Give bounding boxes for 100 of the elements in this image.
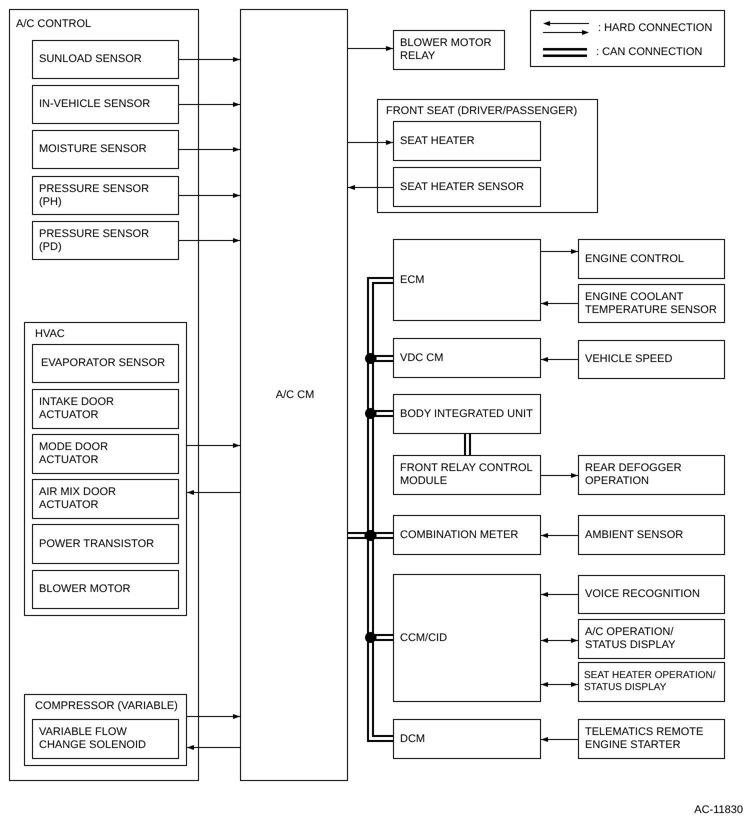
- arrow: [186, 745, 240, 750]
- component-box: [32, 389, 179, 429]
- legend-label: : HARD CONNECTION: [598, 22, 712, 34]
- arrow: [540, 592, 578, 597]
- box-label: BODY INTEGRATED UNIT: [400, 408, 533, 420]
- box-label: EVAPORATOR SENSOR: [41, 357, 166, 370]
- component-box: [393, 719, 541, 759]
- component-box: [578, 515, 725, 555]
- box-label: BLOWER MOTOR RELAY: [400, 37, 492, 63]
- box-label: VARIABLE FLOW CHANGE SOLENOID: [39, 726, 147, 752]
- box-label: COMBINATION METER: [400, 528, 518, 542]
- box-label: TELEMATICS REMOTE ENGINE STARTER: [585, 726, 704, 752]
- group-title: FRONT SEAT (DRIVER/PASSENGER): [386, 105, 578, 118]
- arrow: [540, 249, 578, 254]
- arrow: [540, 737, 578, 742]
- component-box: [393, 338, 541, 378]
- box-label: DCM: [400, 732, 426, 746]
- box-label: A/C CM: [276, 388, 314, 402]
- component-box: [393, 239, 541, 321]
- box-label: FRONT RELAY CONTROL MODULE: [400, 462, 534, 488]
- box-label: CCM/CID: [400, 632, 448, 644]
- arrow: [178, 57, 240, 62]
- component-box: [32, 176, 179, 215]
- component-box: [578, 719, 725, 759]
- arrow: [540, 473, 578, 478]
- box-label: SEAT HEATER OPERATION/ STATUS DISPLAY: [584, 670, 717, 694]
- component-box: [578, 575, 725, 614]
- box-label: MOISTURE SENSOR: [39, 143, 147, 156]
- box-label: INTAKE DOOR ACTUATOR: [39, 396, 115, 422]
- box-label: ECM: [400, 274, 424, 286]
- arrow: [540, 301, 578, 306]
- component-box: [32, 85, 179, 124]
- arrow: [348, 46, 394, 51]
- component-box: [32, 719, 179, 759]
- group-title: COMPRESSOR (VARIABLE): [35, 700, 178, 713]
- component-box: [32, 130, 179, 169]
- component-box: [32, 40, 179, 79]
- box-label: AIR MIX DOOR ACTUATOR: [39, 486, 118, 512]
- box-label: A/C OPERATION/ STATUS DISPLAY: [585, 626, 676, 652]
- box-label: ENGINE COOLANT TEMPERATURE SENSOR: [585, 290, 718, 316]
- box-label: SUNLOAD SENSOR: [39, 53, 142, 66]
- arrow: [540, 357, 578, 362]
- box-label: PRESSURE SENSOR (PD): [39, 228, 150, 254]
- box-label: SEAT HEATER: [400, 134, 475, 148]
- group-box: [24, 322, 187, 616]
- group-box: [377, 99, 598, 213]
- component-box: [32, 524, 179, 564]
- arrow: [178, 238, 240, 243]
- component-box: [393, 167, 541, 207]
- box-label: VOICE RECOGNITION: [585, 588, 700, 601]
- arrow: [348, 185, 394, 190]
- box-label: IN-VEHICLE SENSOR: [39, 98, 150, 111]
- arrow: [540, 533, 578, 538]
- legend-label: : CAN CONNECTION: [596, 46, 702, 58]
- box-label: REAR DEFOGGER OPERATION: [585, 462, 683, 488]
- box-label: SEAT HEATER SENSOR: [400, 180, 524, 194]
- box-label: VEHICLE SPEED: [585, 353, 672, 366]
- component-box: [578, 284, 725, 323]
- box-label: ENGINE CONTROL: [585, 252, 684, 266]
- can-bus-line: [365, 632, 393, 643]
- component-box: [393, 121, 541, 161]
- component-box: [393, 455, 541, 495]
- can-bus-line: [464, 434, 471, 455]
- arrow: [178, 102, 240, 107]
- arrow: [186, 490, 240, 495]
- can-bus-line: [374, 277, 393, 284]
- box-label: BLOWER MOTOR: [39, 583, 130, 596]
- component-box: [578, 340, 725, 379]
- group-box: [24, 694, 187, 766]
- component-box: [393, 30, 505, 70]
- box-label: PRESSURE SENSOR (PH): [39, 182, 150, 208]
- box-label: AMBIENT SENSOR: [585, 528, 684, 542]
- component-box: [32, 434, 179, 474]
- box-label: POWER TRANSISTOR: [39, 538, 154, 550]
- component-box: [32, 479, 179, 519]
- component-box: [240, 9, 348, 781]
- can-bus-line: [365, 353, 393, 364]
- double-arrow: [540, 638, 578, 643]
- double-arrow: [540, 682, 578, 687]
- component-box: [578, 619, 725, 659]
- arrow: [186, 714, 240, 719]
- component-box: [578, 239, 725, 279]
- component-box: [578, 662, 725, 702]
- component-box: [32, 221, 179, 260]
- component-box: [393, 574, 541, 702]
- box-label: MODE DOOR ACTUATOR: [39, 441, 110, 467]
- arrow: [348, 140, 394, 145]
- arrow: [178, 147, 240, 152]
- bus-bar: [367, 277, 374, 742]
- group-title: A/C CONTROL: [16, 18, 92, 31]
- component-box: [32, 570, 179, 609]
- box-label: VDC CM: [400, 352, 444, 364]
- can-bus-line: [374, 735, 393, 742]
- can-bus-line: [365, 408, 393, 419]
- can-bus-line: [365, 530, 393, 541]
- arrow: [186, 443, 240, 448]
- component-box: [32, 344, 179, 383]
- group-title: HVAC: [35, 328, 65, 341]
- component-box: [578, 455, 725, 495]
- component-box: [393, 515, 541, 555]
